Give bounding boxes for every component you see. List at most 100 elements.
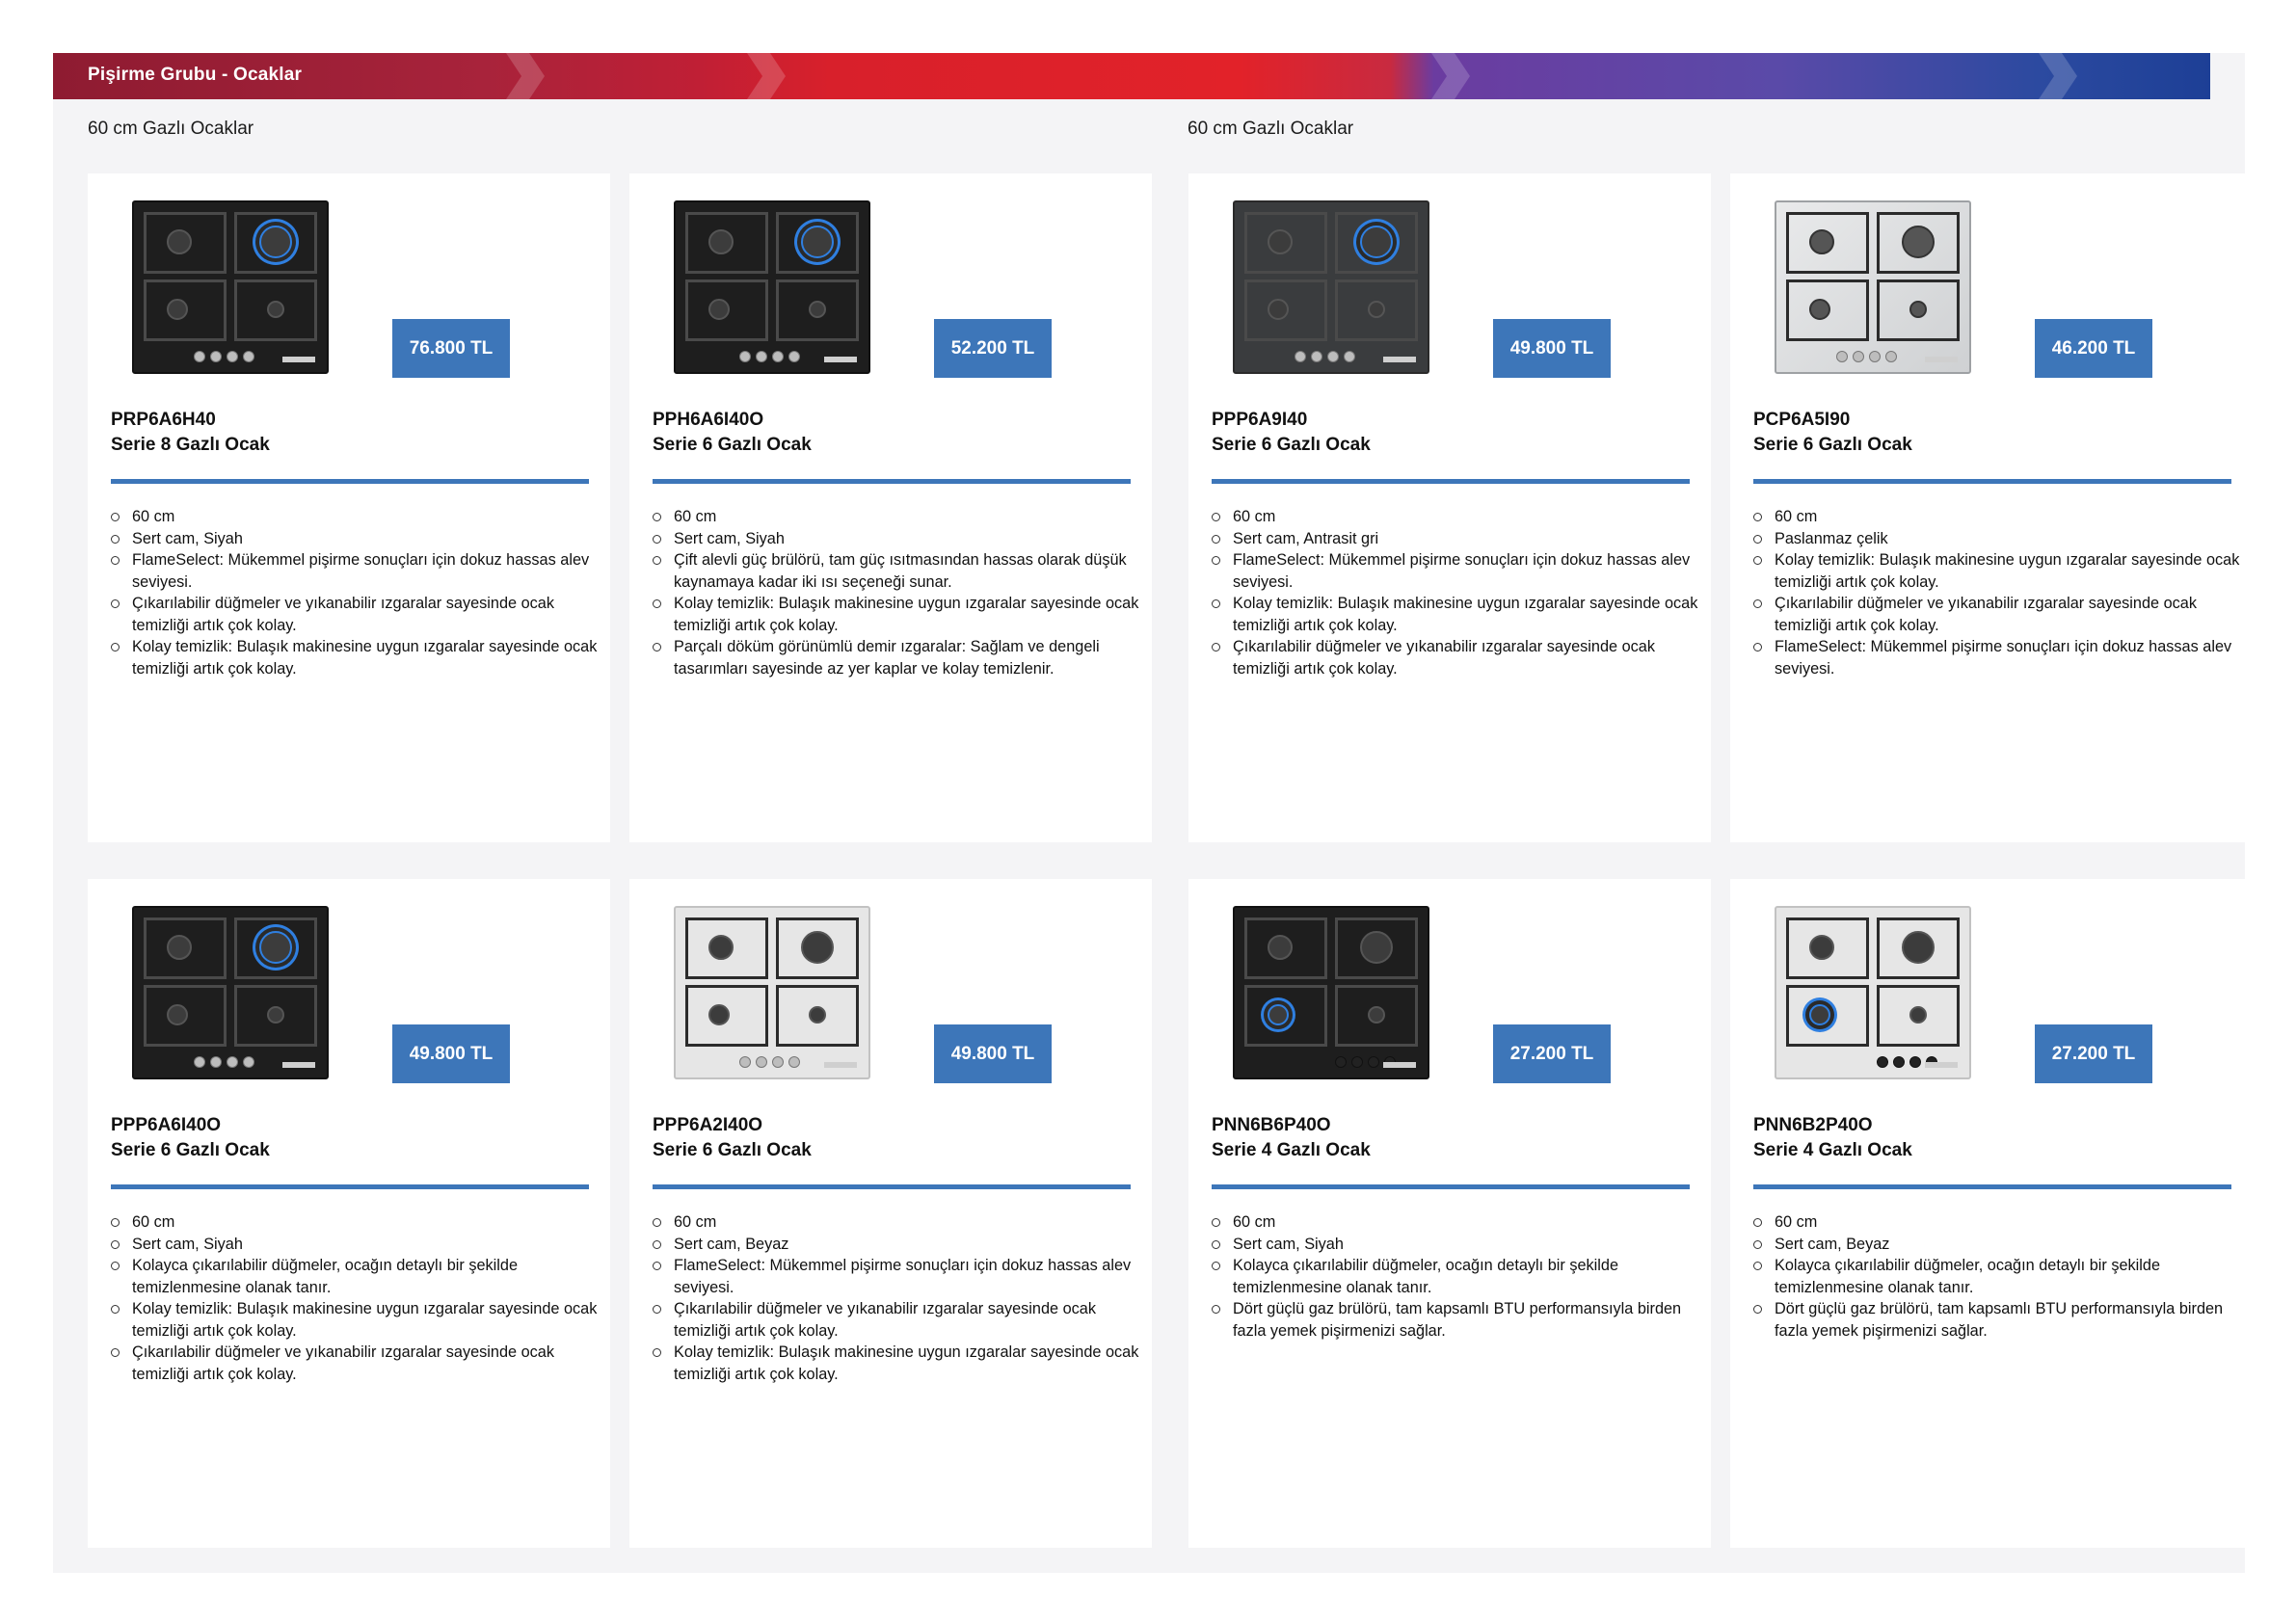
brand-badge-icon <box>282 1062 315 1068</box>
feature-item: 60 cm <box>111 1211 604 1234</box>
control-knob-icon <box>756 351 767 362</box>
control-knob-icon <box>788 351 800 362</box>
product-series: Serie 4 Gazlı Ocak <box>1212 1140 1371 1160</box>
feature-item: Kolay temizlik: Bulaşık makinesine uygun… <box>111 636 604 679</box>
control-knob-icon <box>1893 1056 1905 1068</box>
burner-icon <box>259 226 292 258</box>
grate-icon <box>234 917 317 979</box>
product-series: Serie 6 Gazlı Ocak <box>653 1140 812 1160</box>
divider <box>111 1184 589 1189</box>
section-title-right: 60 cm Gazlı Ocaklar <box>1188 119 1354 139</box>
grate-icon <box>1877 985 1960 1047</box>
feature-item: Dört güçlü gaz brülörü, tam kapsamlı BTU… <box>1753 1298 2247 1342</box>
burner-icon <box>809 1006 826 1024</box>
control-knob-icon <box>1909 1056 1921 1068</box>
feature-item: 60 cm <box>1212 1211 1705 1234</box>
control-knob-icon <box>1368 1056 1379 1068</box>
burner-icon <box>1902 931 1935 964</box>
grate-icon <box>685 917 768 979</box>
category-banner: Pişirme Grubu - Ocaklar <box>53 53 2210 99</box>
feature-item: Kolay temizlik: Bulaşık makinesine uygun… <box>1212 593 1705 636</box>
grate-icon <box>1786 985 1869 1047</box>
feature-item: Çıkarılabilir düğmeler ve yıkanabilir ız… <box>653 1298 1146 1342</box>
price-tag: 49.800 TL <box>1493 319 1611 378</box>
feature-item: Parçalı döküm görünümlü demir ızgaralar:… <box>653 636 1146 679</box>
grate-icon <box>776 985 859 1047</box>
burner-icon <box>267 1006 284 1024</box>
divider <box>1753 479 2231 484</box>
control-knob-icon <box>1344 351 1355 362</box>
brand-badge-icon <box>824 1062 857 1068</box>
product-image <box>132 906 329 1079</box>
burner-icon <box>167 935 192 960</box>
product-image <box>674 906 870 1079</box>
burner-icon <box>809 301 826 318</box>
grate-icon <box>144 279 227 341</box>
grate-icon <box>776 917 859 979</box>
gas-hob-icon <box>674 200 870 374</box>
control-knob-icon <box>227 1056 238 1068</box>
feature-item: Çıkarılabilir düğmeler ve yıkanabilir ız… <box>111 1342 604 1385</box>
grate-icon <box>1335 212 1418 274</box>
control-knob-icon <box>210 351 222 362</box>
feature-item: Kolay temizlik: Bulaşık makinesine uygun… <box>653 1342 1146 1385</box>
divider <box>111 479 589 484</box>
burner-icon <box>1809 229 1834 254</box>
burner-icon <box>1809 935 1834 960</box>
product-image <box>1775 906 1971 1079</box>
divider <box>1212 479 1690 484</box>
divider <box>1212 1184 1690 1189</box>
gas-hob-icon <box>1233 906 1429 1079</box>
product-series: Serie 4 Gazlı Ocak <box>1753 1140 1912 1160</box>
grate-icon <box>685 279 768 341</box>
control-knob-icon <box>788 1056 800 1068</box>
burner-icon <box>801 931 834 964</box>
burner-icon <box>1368 301 1385 318</box>
product-series: Serie 6 Gazlı Ocak <box>653 435 812 455</box>
feature-item: Sert cam, Siyah <box>653 528 1146 550</box>
price-tag: 27.200 TL <box>2035 1024 2152 1083</box>
grate-icon <box>1244 985 1327 1047</box>
product-image <box>1233 906 1429 1079</box>
feature-item: Çift alevli güç brülörü, tam güç ısıtmas… <box>653 549 1146 593</box>
burner-icon <box>708 299 730 320</box>
feature-item: 60 cm <box>653 506 1146 528</box>
product-image <box>1233 200 1429 374</box>
price-tag: 49.800 TL <box>392 1024 510 1083</box>
burner-icon <box>1809 299 1830 320</box>
feature-item: 60 cm <box>653 1211 1146 1234</box>
feature-item: Çıkarılabilir düğmeler ve yıkanabilir ız… <box>111 593 604 636</box>
grate-icon <box>685 985 768 1047</box>
grate-icon <box>1877 212 1960 274</box>
grate-icon <box>144 917 227 979</box>
control-knob-icon <box>194 351 205 362</box>
gas-hob-icon <box>1775 906 1971 1079</box>
burner-icon <box>1909 301 1927 318</box>
feature-item: Kolayca çıkarılabilir düğmeler, ocağın d… <box>1753 1255 2247 1298</box>
product-image <box>1775 200 1971 374</box>
feature-item: Sert cam, Siyah <box>111 528 604 550</box>
burner-icon <box>1360 226 1393 258</box>
grate-icon <box>1335 985 1418 1047</box>
feature-item: Kolay temizlik: Bulaşık makinesine uygun… <box>1753 549 2247 593</box>
grate-icon <box>1244 212 1327 274</box>
feature-item: Kolayca çıkarılabilir düğmeler, ocağın d… <box>1212 1255 1705 1298</box>
product-model: PCP6A5I90 <box>1753 410 1851 430</box>
control-knob-icon <box>1311 351 1322 362</box>
grate-icon <box>1786 917 1869 979</box>
product-series: Serie 6 Gazlı Ocak <box>1753 435 1912 455</box>
burner-icon <box>1902 226 1935 258</box>
control-knob-icon <box>227 351 238 362</box>
control-knob-icon <box>1877 1056 1888 1068</box>
